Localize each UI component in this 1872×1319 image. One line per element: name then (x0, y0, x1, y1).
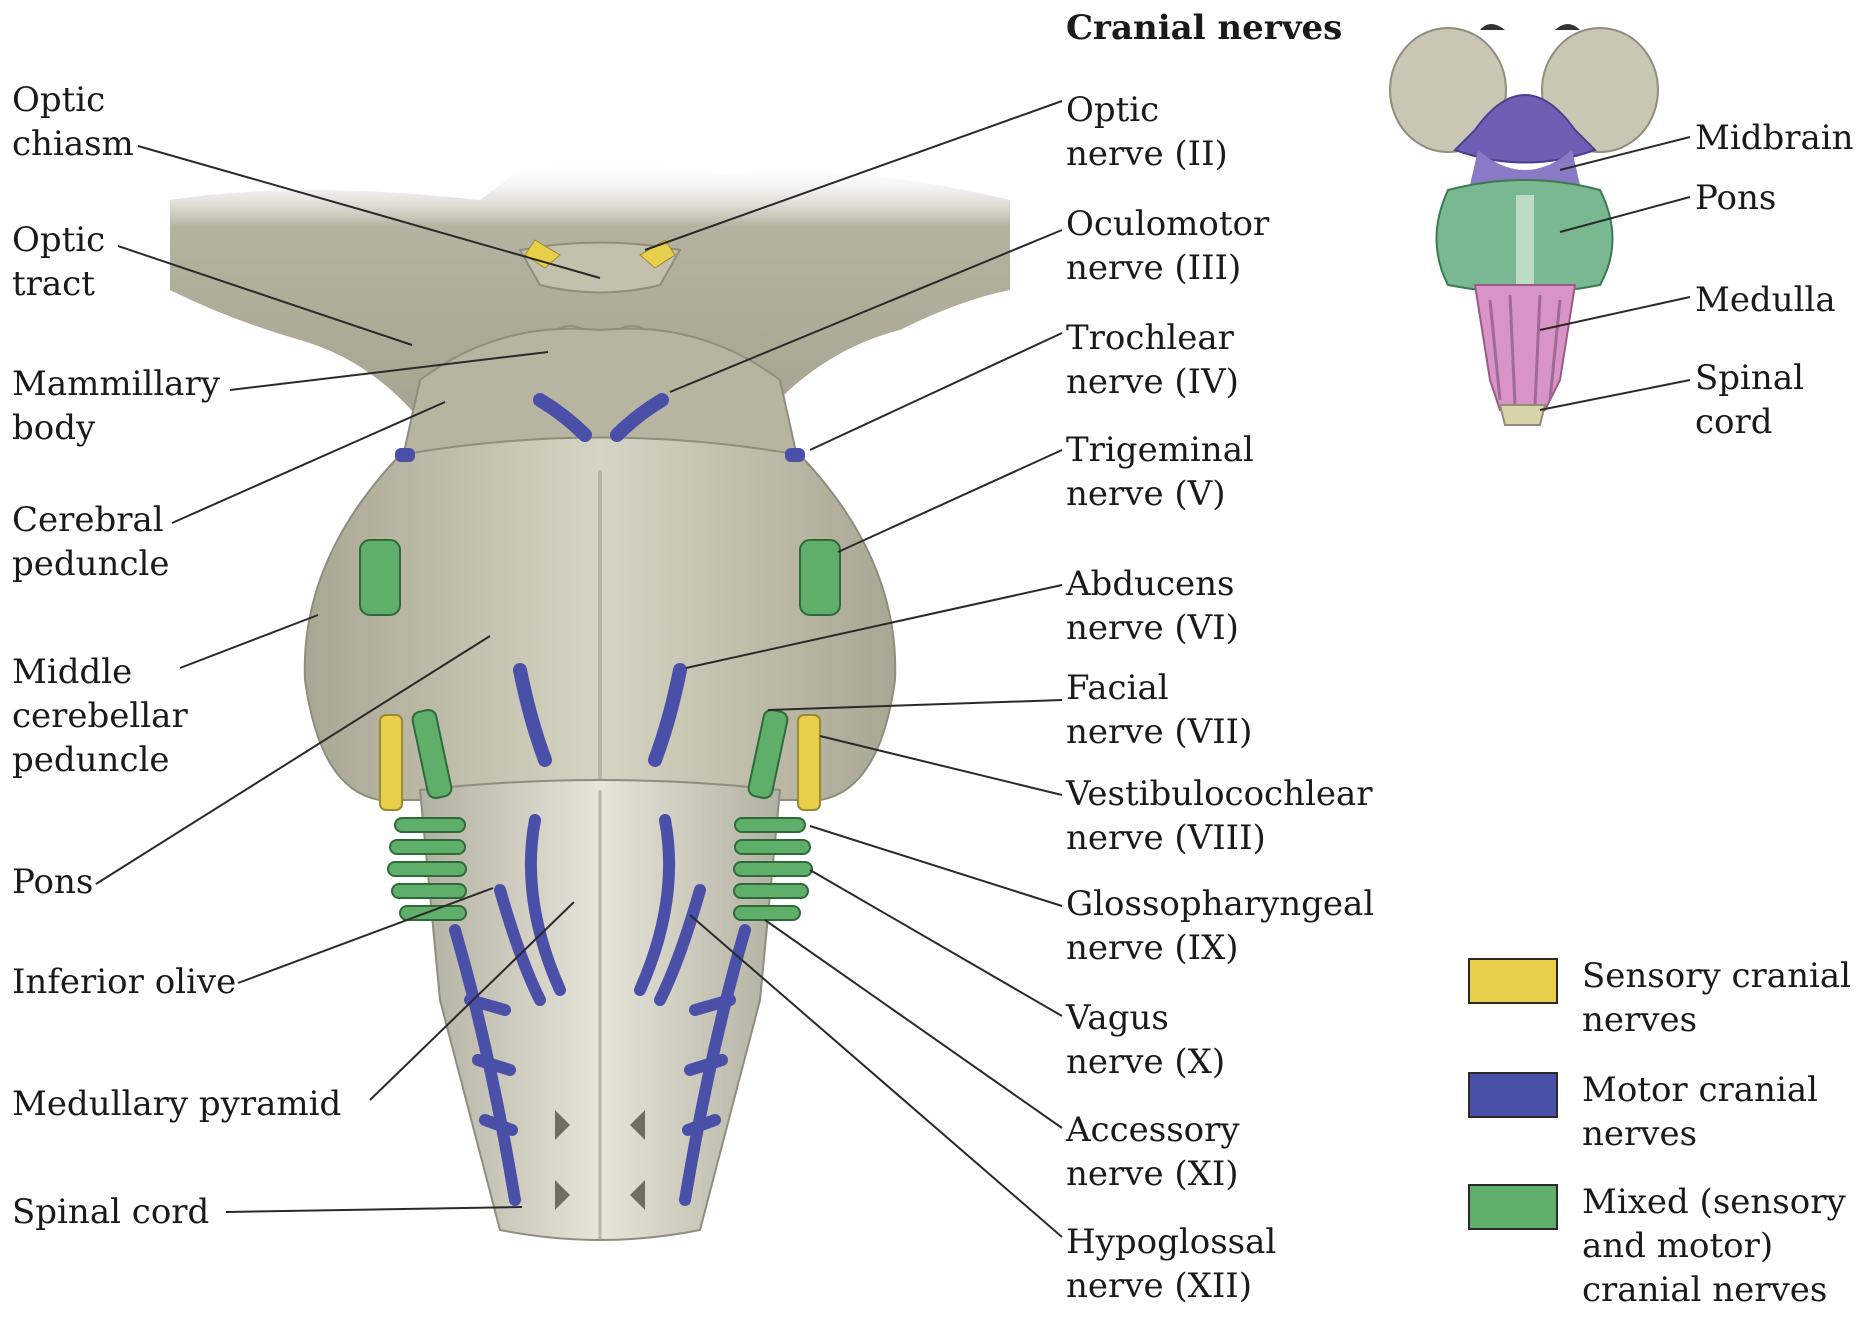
legend-label-sensory-line1: Sensory cranial (1582, 954, 1851, 998)
label-trigeminal-nerve-line1: Trigeminal (1066, 428, 1254, 472)
label-optic-nerve-line1: Optic (1066, 88, 1228, 132)
label-cerebral-peduncle-line1: Cerebral (12, 498, 169, 542)
label-trochlear-nerve-line1: Trochlear (1066, 316, 1239, 360)
label-trigeminal-nerve: Trigeminal nerve (V) (1066, 428, 1254, 516)
label-optic-chiasm: Optic chiasm (12, 78, 134, 166)
legend-label-sensory: Sensory cranial nerves (1582, 954, 1851, 1042)
label-mammillary-body: Mammillary body (12, 362, 220, 450)
label-vagus-nerve: Vagus nerve (X) (1066, 996, 1225, 1084)
label-cerebral-peduncle-line2: peduncle (12, 542, 169, 586)
label-optic-nerve-line2: nerve (II) (1066, 132, 1228, 176)
label-pons: Pons (12, 860, 93, 904)
label-optic-tract: Optic tract (12, 218, 105, 306)
label-hypoglossal-nerve-line1: Hypoglossal (1066, 1220, 1276, 1264)
inset-brainstem (1390, 24, 1690, 425)
label-trochlear-nerve: Trochlear nerve (IV) (1066, 316, 1239, 404)
legend-label-mixed-line3: cranial nerves (1582, 1268, 1846, 1312)
inset-label-spinal-cord: Spinal cord (1695, 356, 1804, 444)
legend-label-motor-line1: Motor cranial (1582, 1068, 1818, 1112)
label-mammillary-body-line1: Mammillary (12, 362, 220, 406)
label-oculomotor-nerve-line2: nerve (III) (1066, 246, 1269, 290)
vestibulocochlear-nerve-right (798, 715, 820, 810)
trigeminal-nerve-left (360, 540, 400, 615)
label-middle-cerebellar-peduncle: Middle cerebellar peduncle (12, 650, 188, 782)
legend-label-mixed: Mixed (sensory and motor) cranial nerves (1582, 1180, 1846, 1312)
label-optic-nerve: Optic nerve (II) (1066, 88, 1228, 176)
inset-label-spinal-cord-line2: cord (1695, 400, 1804, 444)
label-mcp-line1: Middle (12, 650, 188, 694)
label-vagus-nerve-line2: nerve (X) (1066, 1040, 1225, 1084)
trochlear-nerve-left (395, 448, 415, 462)
label-abducens-nerve-line1: Abducens (1066, 562, 1239, 606)
inset-label-midbrain: Midbrain (1695, 116, 1854, 160)
label-optic-chiasm-line1: Optic (12, 78, 134, 122)
label-vestibulocochlear-nerve: Vestibulocochlear nerve (VIII) (1066, 772, 1373, 860)
label-vestibulocochlear-nerve-line2: nerve (VIII) (1066, 816, 1373, 860)
inset-spinal-cord-shape (1500, 405, 1545, 425)
label-mammillary-body-line2: body (12, 406, 220, 450)
label-spinal-cord: Spinal cord (12, 1190, 209, 1234)
legend-swatch-sensory (1468, 958, 1558, 1004)
label-trigeminal-nerve-line2: nerve (V) (1066, 472, 1254, 516)
label-hypoglossal-nerve-line2: nerve (XII) (1066, 1264, 1276, 1308)
label-oculomotor-nerve: Oculomotor nerve (III) (1066, 202, 1269, 290)
label-glossopharyngeal-nerve-line2: nerve (IX) (1066, 926, 1374, 970)
label-abducens-nerve-line2: nerve (VI) (1066, 606, 1239, 650)
label-optic-tract-line1: Optic (12, 218, 105, 262)
legend-swatch-motor (1468, 1072, 1558, 1118)
label-glossopharyngeal-nerve: Glossopharyngeal nerve (IX) (1066, 882, 1374, 970)
label-facial-nerve-line1: Facial (1066, 666, 1252, 710)
label-facial-nerve: Facial nerve (VII) (1066, 666, 1252, 754)
trigeminal-nerve-right (800, 540, 840, 615)
label-accessory-nerve-line1: Accessory (1066, 1108, 1240, 1152)
vestibulocochlear-nerve-left (380, 715, 402, 810)
inset-label-spinal-cord-line1: Spinal (1695, 356, 1804, 400)
inset-label-pons: Pons (1695, 176, 1776, 220)
legend-label-mixed-line1: Mixed (sensory (1582, 1180, 1846, 1224)
legend-label-motor-line2: nerves (1582, 1112, 1818, 1156)
label-hypoglossal-nerve: Hypoglossal nerve (XII) (1066, 1220, 1276, 1308)
label-vestibulocochlear-nerve-line1: Vestibulocochlear (1066, 772, 1373, 816)
cranial-nerves-heading: Cranial nerves (1066, 8, 1342, 48)
label-mcp-line2: cerebellar (12, 694, 188, 738)
label-abducens-nerve: Abducens nerve (VI) (1066, 562, 1239, 650)
legend-label-motor: Motor cranial nerves (1582, 1068, 1818, 1156)
legend-label-mixed-line2: and motor) (1582, 1224, 1846, 1268)
legend-label-sensory-line2: nerves (1582, 998, 1851, 1042)
inset-label-medulla: Medulla (1695, 278, 1836, 322)
label-oculomotor-nerve-line1: Oculomotor (1066, 202, 1269, 246)
label-optic-chiasm-line2: chiasm (12, 122, 134, 166)
label-facial-nerve-line2: nerve (VII) (1066, 710, 1252, 754)
label-optic-tract-line2: tract (12, 262, 105, 306)
label-accessory-nerve-line2: nerve (XI) (1066, 1152, 1240, 1196)
legend-swatch-mixed (1468, 1184, 1558, 1230)
trochlear-nerve-right (785, 448, 805, 462)
label-glossopharyngeal-nerve-line1: Glossopharyngeal (1066, 882, 1374, 926)
label-mcp-line3: peduncle (12, 738, 188, 782)
label-cerebral-peduncle: Cerebral peduncle (12, 498, 169, 586)
label-trochlear-nerve-line2: nerve (IV) (1066, 360, 1239, 404)
label-vagus-nerve-line1: Vagus (1066, 996, 1225, 1040)
label-medullary-pyramid: Medullary pyramid (12, 1082, 341, 1126)
label-accessory-nerve: Accessory nerve (XI) (1066, 1108, 1240, 1196)
label-inferior-olive: Inferior olive (12, 960, 236, 1004)
